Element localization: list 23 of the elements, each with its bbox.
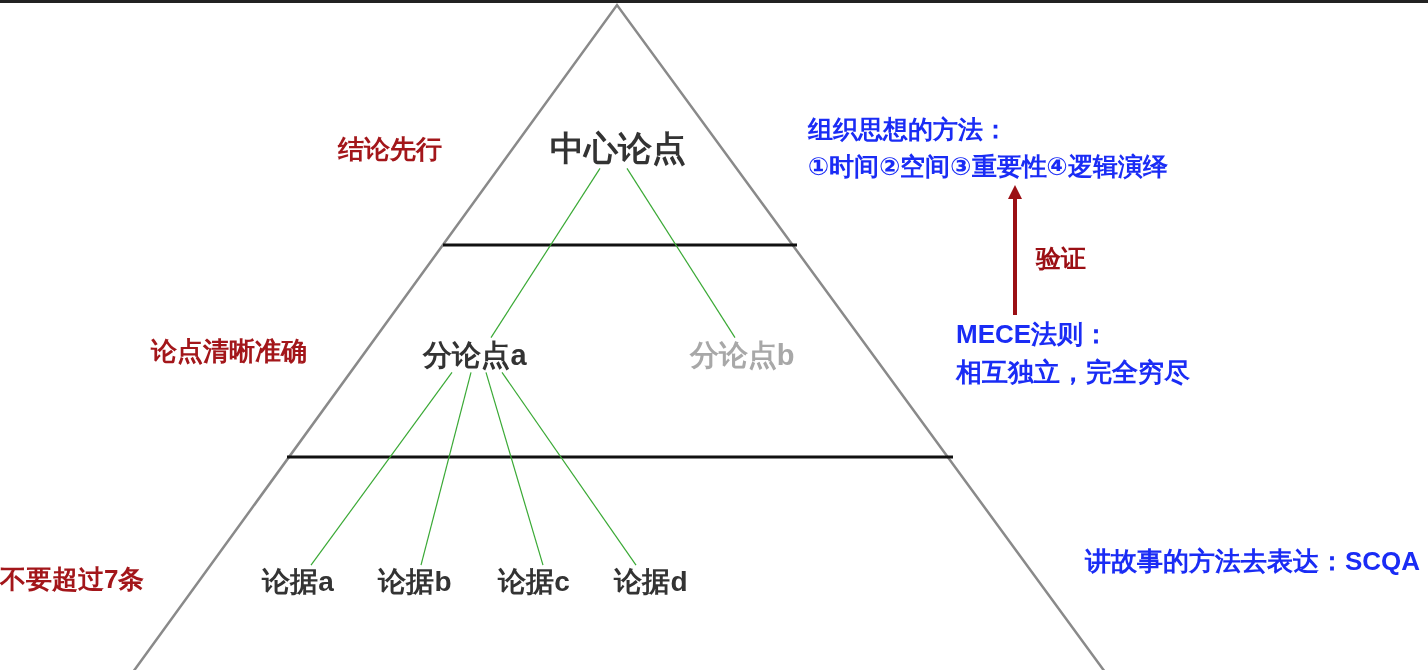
annotation-text: 讲故事的方法去表达：SCQA xyxy=(1085,546,1421,578)
annotation-text: 结论先行 xyxy=(338,134,442,166)
connector-line xyxy=(501,371,637,566)
arrow xyxy=(1008,185,1022,315)
evidence-text: 论据c xyxy=(498,565,570,599)
connector-line xyxy=(420,371,472,566)
method-list-text: ①时间②空间③重要性④逻辑演绎 xyxy=(808,151,1168,182)
annotation-text: 不要超过7条 xyxy=(0,564,145,596)
principle-text: 相互独立，完全穷尽 xyxy=(956,356,1190,389)
connector-line xyxy=(485,371,544,566)
connector-line xyxy=(490,167,601,339)
connector-line xyxy=(626,167,736,339)
evidence-text: 论据a xyxy=(262,565,334,599)
edge-label: 验证 xyxy=(1034,243,1088,273)
sub-point-text: 分论点b xyxy=(689,337,795,373)
evidence-text: 论据d xyxy=(614,565,688,599)
main-point-text: 中心论点 xyxy=(550,127,686,169)
sub-point-text: 分论点a xyxy=(423,337,527,373)
heading-text: MECE法则： xyxy=(956,318,1111,351)
heading-text: 组织思想的方法： xyxy=(808,114,1009,145)
evidence-text: 论据b xyxy=(378,565,452,599)
connector-line xyxy=(310,371,453,566)
annotation-text: 论点清晰准确 xyxy=(151,336,307,368)
